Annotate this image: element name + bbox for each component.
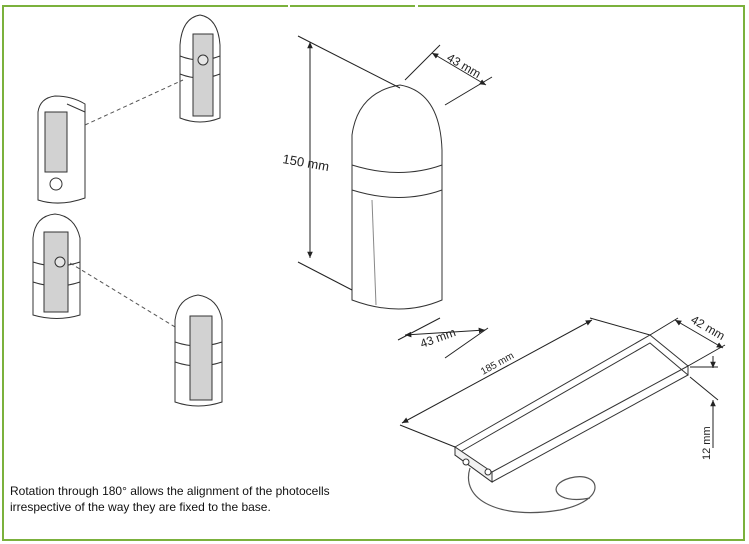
dimension-base-width [649,317,726,367]
alignment-line-top [84,79,184,126]
label-height: 150 mm [281,151,330,174]
caption: Rotation through 180° allows the alignme… [10,484,330,514]
photocell-b [37,95,86,204]
label-base-height: 12 mm [701,426,713,460]
dimension-width-top [404,44,493,106]
base-cable [467,467,596,514]
dimension-base-length [399,317,651,448]
base-plate [454,334,689,483]
label-base-width: 42 mm [689,312,728,342]
alignment-line-bottom [69,262,181,331]
photocell-d [174,294,223,407]
photocell-c [32,213,81,319]
photocell-a [179,14,221,123]
label-width-top: 43 mm [445,50,484,80]
label-depth-bottom: 43 mm [418,325,457,351]
dimension-base-height [689,356,719,448]
dimension-height [297,35,401,291]
large-photocell [351,84,443,310]
